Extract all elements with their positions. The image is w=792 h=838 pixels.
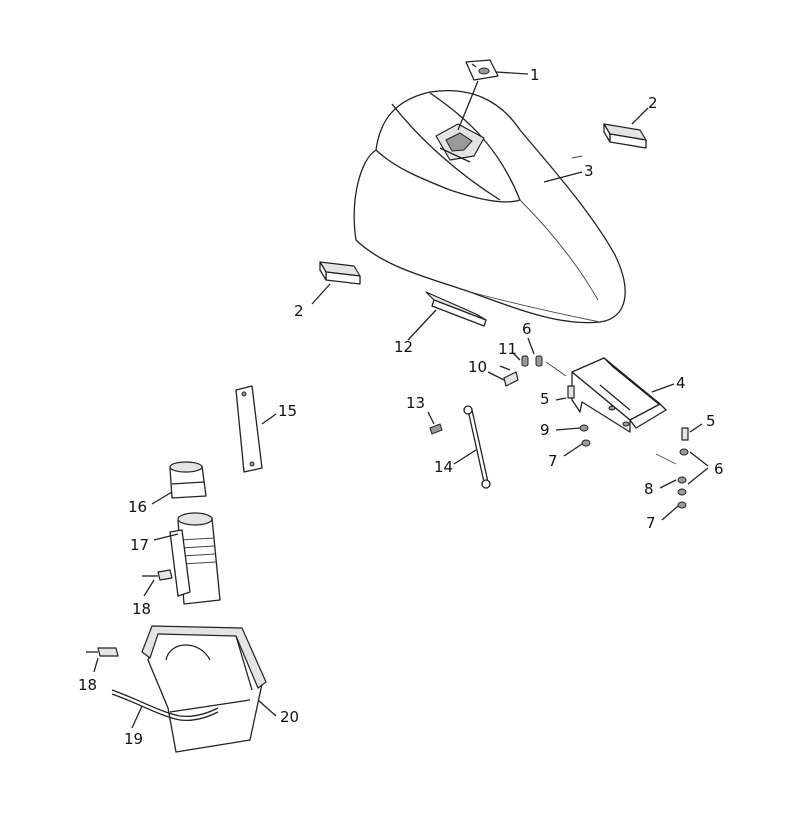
callout-14: 14 <box>434 458 453 476</box>
callout-10: 10 <box>468 358 487 376</box>
part-2-pad-left <box>319 261 361 285</box>
callout-4: 4 <box>676 374 686 392</box>
callout-12: 12 <box>394 338 413 356</box>
part-19-cable <box>111 689 219 722</box>
part-2-pad-right <box>603 123 647 149</box>
callout-18: 18 <box>78 676 97 694</box>
part-1-plate <box>457 59 499 131</box>
callout-8: 8 <box>644 480 654 498</box>
part-20-bin <box>141 625 267 753</box>
callout-18: 18 <box>132 600 151 618</box>
part-14-rod <box>463 405 491 489</box>
callout-16: 16 <box>128 498 147 516</box>
callout-6: 6 <box>522 320 532 338</box>
hood-cover <box>353 90 626 324</box>
part-4-bracket <box>571 357 667 433</box>
callout-labels: 1 2 2 3 4 5 5 6 6 7 7 8 9 10 11 12 13 14… <box>78 66 724 748</box>
callout-1: 1 <box>530 66 540 84</box>
fasteners <box>429 355 689 509</box>
part-16-cylinder <box>169 461 207 499</box>
callout-19: 19 <box>124 730 143 748</box>
callout-9: 9 <box>540 421 550 439</box>
callout-20: 20 <box>280 708 299 726</box>
callout-5: 5 <box>540 390 550 408</box>
callout-2: 2 <box>648 94 658 112</box>
callout-13: 13 <box>406 394 425 412</box>
callout-7: 7 <box>548 452 558 470</box>
callout-17: 17 <box>130 536 149 554</box>
part-15-plate <box>235 385 263 473</box>
callout-3: 3 <box>584 162 594 180</box>
part-17-tube <box>169 512 221 605</box>
callout-11: 11 <box>498 340 517 358</box>
callout-2: 2 <box>294 302 304 320</box>
callout-6: 6 <box>714 460 724 478</box>
leader-lines <box>93 71 709 729</box>
callout-5: 5 <box>706 412 716 430</box>
callout-15: 15 <box>278 402 297 420</box>
callout-7: 7 <box>646 514 656 532</box>
part-12-strip <box>425 291 487 327</box>
part-18-screws <box>86 569 173 657</box>
